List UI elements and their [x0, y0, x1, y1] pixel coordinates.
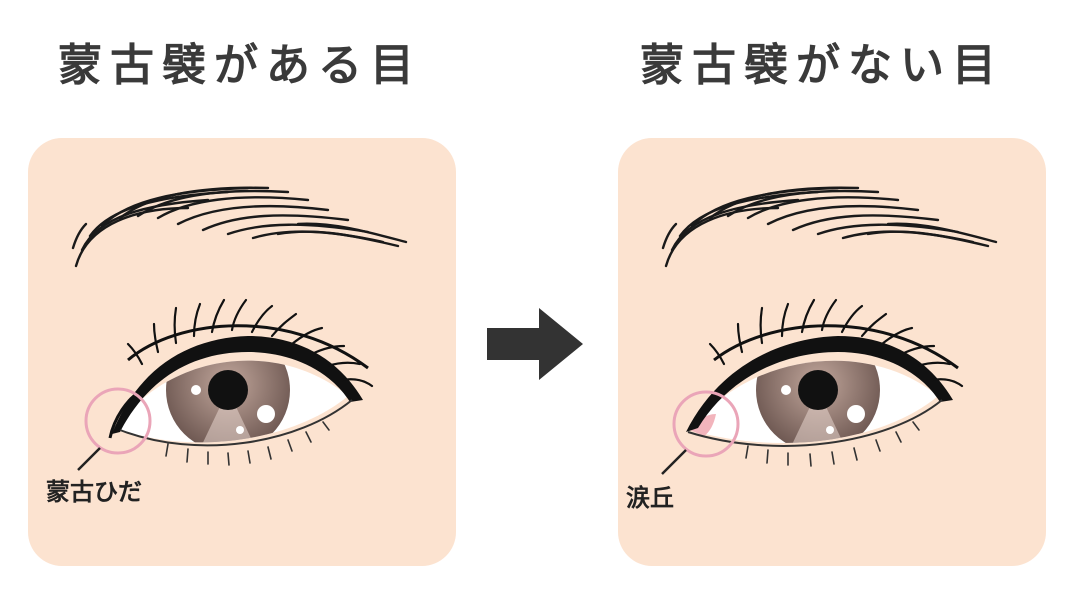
lower-eyelid: [687, 399, 943, 447]
upper-eyelashes: [126, 298, 374, 388]
right-arrow-icon: [487, 308, 583, 380]
caruncle-highlight-circle: [672, 390, 740, 458]
callout-leader-line: [661, 449, 687, 475]
upper-eyelashes: [708, 298, 964, 388]
iris: [166, 360, 290, 443]
title-with-epicanthic-fold: 蒙古襞がある目: [58, 40, 422, 91]
upper-eyelid: [686, 336, 953, 432]
epicanthic-fold-highlight-circle: [84, 387, 152, 455]
panel-eye-without-fold: 涙丘: [618, 138, 1046, 566]
callout-leader-line: [77, 447, 101, 471]
upper-eyelid: [112, 336, 363, 434]
lower-eyelashes: [745, 421, 920, 467]
eye-illustration-with-fold: [71, 186, 408, 471]
lower-eyelid: [119, 399, 353, 447]
callout-lacrimal-caruncle: 涙丘: [626, 484, 674, 512]
eyelid-crease: [713, 324, 959, 370]
lacrimal-caruncle: [690, 414, 716, 436]
eyelid-crease: [127, 324, 369, 370]
iris: [756, 360, 880, 443]
title-without-epicanthic-fold: 蒙古襞がない目: [640, 40, 1004, 91]
eyebrow: [661, 186, 998, 268]
callout-epicanthic-fold: 蒙古ひだ: [46, 478, 142, 506]
lower-eyelashes: [165, 421, 330, 466]
eye-illustration-without-fold: [661, 186, 998, 475]
eyebrow: [71, 186, 408, 268]
panel-eye-with-fold: 蒙古ひだ: [28, 138, 456, 566]
